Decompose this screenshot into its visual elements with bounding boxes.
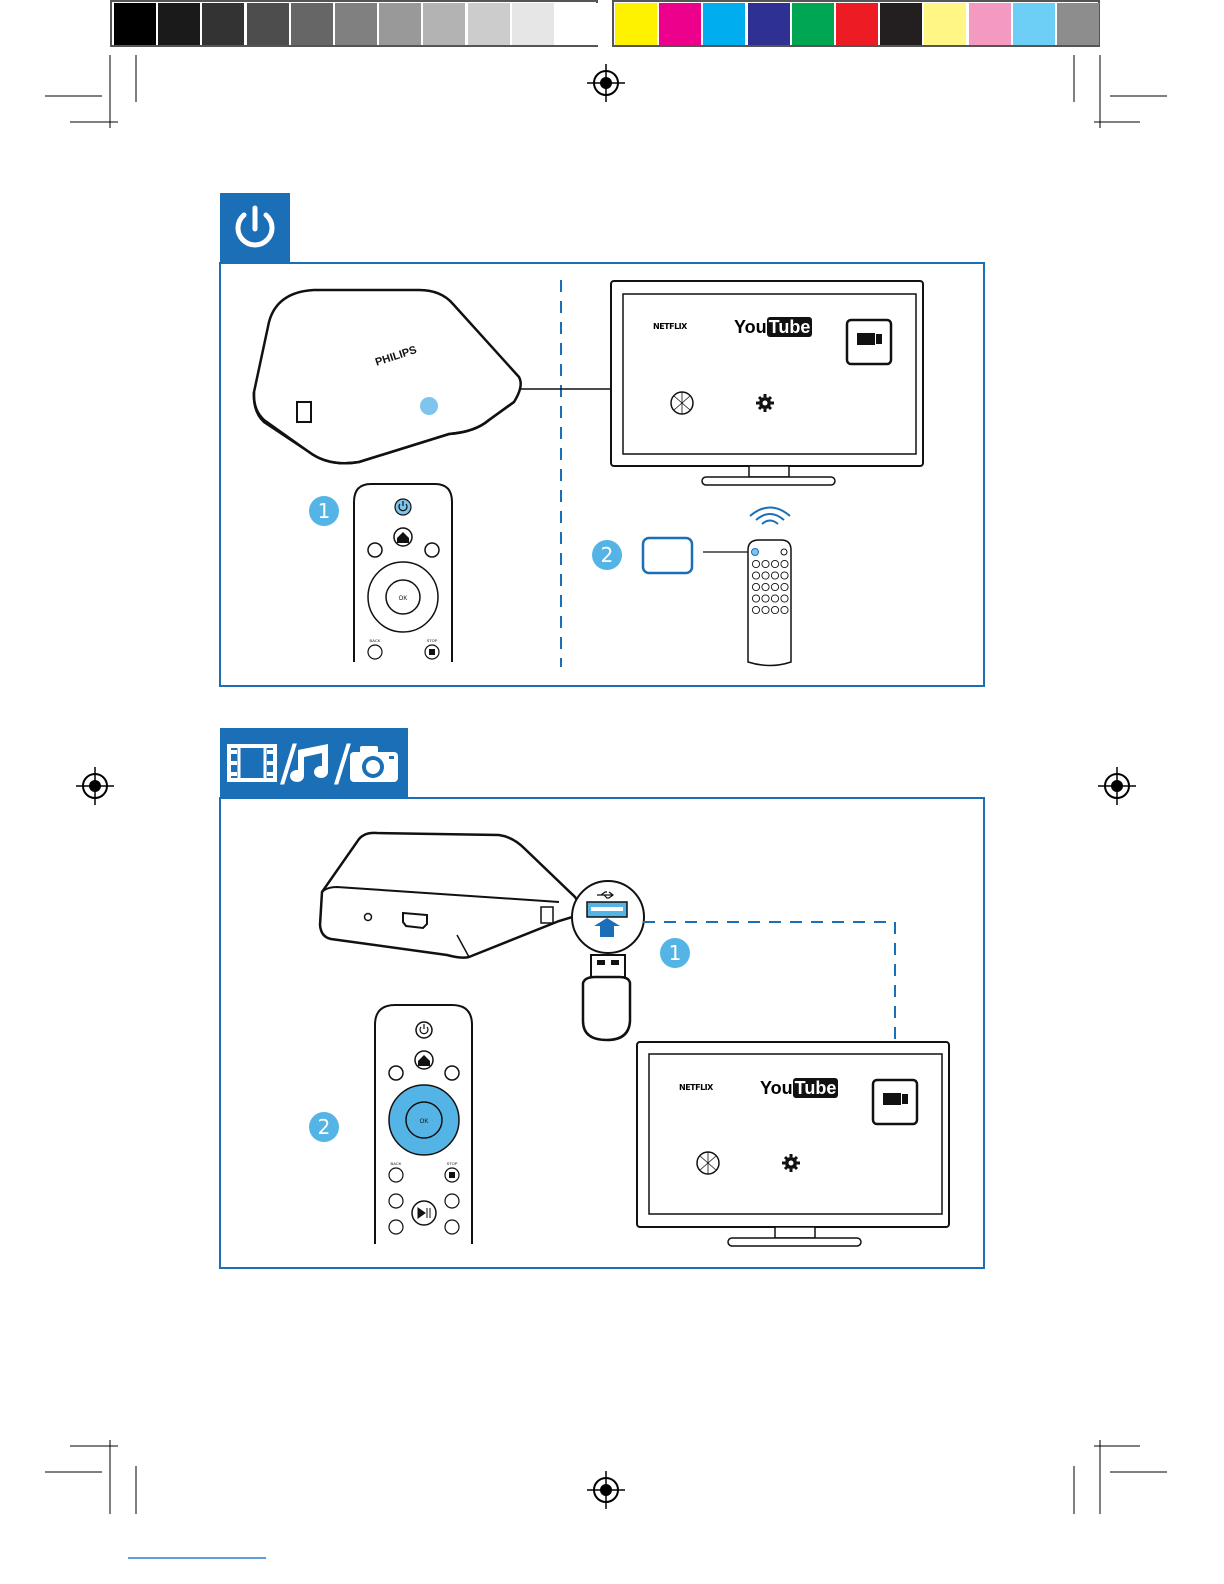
tv-source-button — [643, 538, 692, 573]
step-2-badge: 2 — [592, 540, 622, 570]
power-tab — [220, 193, 290, 263]
power-illustration: PHILIPS OK BACK STOP — [219, 262, 985, 687]
remote2-back-label: BACK — [391, 1161, 402, 1166]
registration-mark-right — [1098, 767, 1136, 805]
media-player-device — [254, 290, 521, 463]
power-icon — [220, 193, 290, 263]
wireless-signal-icon — [750, 508, 790, 525]
media-tab: / / — [220, 728, 408, 798]
youtube-tube: Tube — [767, 317, 813, 337]
youtube-you: You — [734, 317, 767, 337]
step-2-badge-media: 2 — [309, 1112, 339, 1142]
step-1-badge: 1 — [309, 496, 339, 526]
media-player-rear — [320, 833, 580, 958]
separator-1: / — [280, 734, 297, 792]
remote-ok-label: OK — [399, 596, 408, 602]
remote2-ok-label: OK — [420, 1119, 429, 1125]
tv-screen-2 — [637, 1042, 949, 1246]
youtube-tube-2: Tube — [793, 1078, 839, 1098]
camera-icon — [350, 746, 398, 782]
remote-back-label: BACK — [370, 638, 381, 643]
registration-mark-top — [587, 64, 625, 102]
step-1-badge-media: 1 — [660, 938, 690, 968]
usb-flash-drive — [583, 955, 630, 1040]
remote-control — [354, 484, 452, 662]
tv-screen — [611, 281, 923, 485]
registration-mark-bottom — [587, 1471, 625, 1509]
netflix-logo-2: NETFLIX — [679, 1083, 713, 1092]
netflix-logo: NETFLIX — [653, 322, 687, 331]
remote-stop-label: STOP — [427, 638, 438, 643]
remote2-stop-label: STOP — [447, 1161, 458, 1166]
media-illustration: OK BACK STOP — [219, 797, 985, 1269]
tv-remote-control — [748, 540, 791, 666]
youtube-you-2: You — [760, 1078, 793, 1098]
film-icon — [229, 746, 275, 780]
registration-mark-left — [76, 767, 114, 805]
separator-2: / — [334, 734, 351, 792]
